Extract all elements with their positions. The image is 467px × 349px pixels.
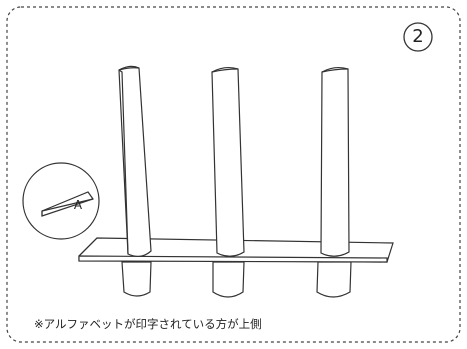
step-number: 2 [412, 26, 424, 47]
caption: ※アルファベットが印字されている方が上側 [34, 317, 262, 331]
dashed-border [6, 6, 461, 343]
detail-inset [22, 162, 100, 240]
antenna-left [118, 65, 152, 257]
antenna-right [320, 66, 350, 257]
step-number-circle [403, 22, 433, 52]
antenna-bottoms [121, 261, 352, 298]
inset-label: A [73, 198, 83, 212]
antenna-middle [211, 66, 245, 257]
